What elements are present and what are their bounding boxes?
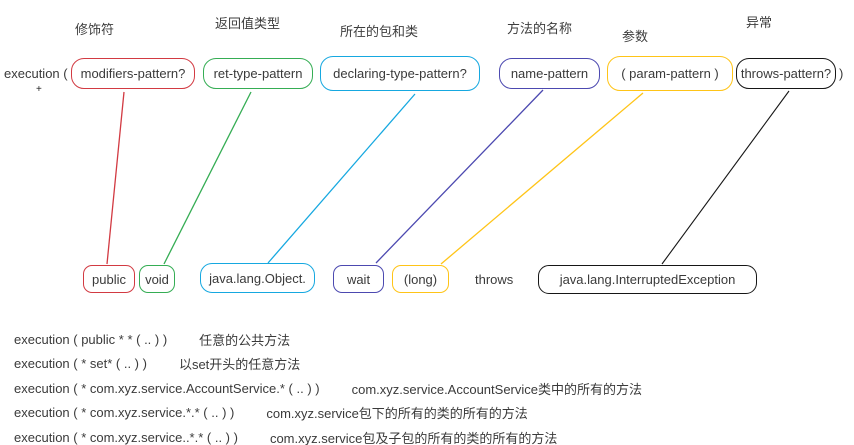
connector-declaring-type [267, 93, 416, 264]
example-row: execution ( public * * ( .. ) ) 任意的公共方法 [14, 327, 642, 352]
label-params: 参数 [622, 29, 649, 44]
closing-paren: ) [839, 66, 844, 81]
connector-return-type [163, 91, 252, 265]
label-package-class: 所在的包和类 [340, 24, 419, 39]
example-row: execution ( * com.xyz.service.AccountSer… [14, 376, 642, 401]
example-param-box: (long) [392, 265, 449, 293]
ret-type-pattern-box: ret-type-pattern [203, 58, 313, 89]
throws-keyword: throws [475, 272, 514, 287]
name-pattern-box: name-pattern [499, 58, 600, 89]
connector-throws [661, 90, 790, 265]
example-row: execution ( * set* ( .. ) ) 以set开头的任意方法 [14, 352, 642, 377]
example-row: execution ( * com.xyz.service.*.* ( .. )… [14, 401, 642, 426]
example-code: execution ( * com.xyz.service.AccountSer… [14, 380, 320, 396]
connector-params [440, 92, 644, 265]
param-pattern-box: ( param-pattern ) [607, 56, 733, 91]
example-code: execution ( * set* ( .. ) ) [14, 356, 147, 372]
example-desc: com.xyz.service.AccountService类中的所有的方法 [351, 381, 643, 397]
example-method-name-box: wait [333, 265, 384, 293]
example-desc: 以set开头的任意方法 [178, 357, 301, 373]
example-code: execution ( public * * ( .. ) ) [14, 331, 168, 347]
label-modifiers: 修饰符 [75, 22, 115, 37]
label-return-type: 返回值类型 [215, 16, 281, 31]
declaring-type-pattern-box: declaring-type-pattern? [320, 56, 480, 91]
execution-prefix: execution ( [4, 66, 68, 81]
connector-modifiers [106, 91, 125, 265]
example-public-box: public [83, 265, 135, 293]
connector-method-name [375, 89, 544, 264]
example-desc: com.xyz.service包及子包的所有的类的所有的方法 [269, 430, 558, 445]
example-void-box: void [139, 265, 175, 293]
label-exception: 异常 [746, 15, 773, 30]
usage-examples: execution ( public * * ( .. ) ) 任意的公共方法 … [14, 327, 642, 445]
throws-pattern-box: throws-pattern? [736, 58, 836, 89]
example-desc: 任意的公共方法 [199, 332, 291, 348]
example-desc: com.xyz.service包下的所有的类的所有的方法 [266, 406, 528, 422]
example-declaring-type-box: java.lang.Object. [200, 263, 315, 293]
plus-mark: + [36, 84, 42, 95]
example-row: execution ( * com.xyz.service..*.* ( .. … [14, 425, 642, 445]
label-method-name: 方法的名称 [507, 21, 573, 36]
example-code: execution ( * com.xyz.service..*.* ( .. … [14, 429, 238, 445]
modifiers-pattern-box: modifiers-pattern? [71, 58, 195, 89]
example-throws-box: java.lang.InterruptedException [538, 265, 757, 294]
example-code: execution ( * com.xyz.service.*.* ( .. )… [14, 405, 235, 421]
